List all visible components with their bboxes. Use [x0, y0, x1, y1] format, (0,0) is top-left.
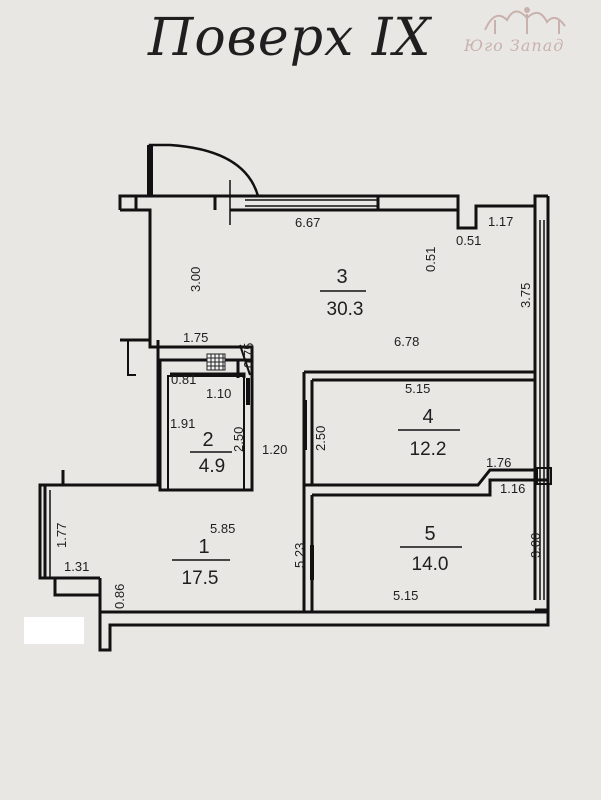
room-3-area: 30.3 [327, 299, 364, 320]
dim-label: 0.81 [171, 372, 196, 387]
dim-label: 5.15 [405, 381, 430, 396]
room-4-number: 4 [422, 406, 433, 428]
room-2-area: 4.9 [199, 456, 225, 477]
room-1-area: 17.5 [182, 568, 219, 589]
dimension-labels: 6.67 1.17 0.51 0.51 3.00 3.75 1.75 0.75 … [54, 214, 543, 609]
logo-icon [484, 7, 566, 34]
room-4-area: 12.2 [410, 439, 447, 460]
dim-label: 1.91 [170, 416, 195, 431]
dim-label: 1.31 [64, 559, 89, 574]
dim-label: 5.85 [210, 521, 235, 536]
logo-text: Юго Запад [464, 36, 565, 55]
room-5-area: 14.0 [412, 554, 449, 575]
room-1-number: 1 [198, 536, 209, 558]
dim-label: 6.67 [295, 215, 320, 230]
dim-label: 1.16 [500, 481, 525, 496]
dim-label: 5.15 [393, 588, 418, 603]
room-2-number: 2 [202, 429, 213, 451]
room-3-number: 3 [336, 266, 347, 288]
dim-label: 0.51 [456, 233, 481, 248]
dim-label: 1.77 [54, 523, 69, 548]
ventilation-grid-icon [206, 353, 226, 371]
walls [38, 143, 552, 652]
room-5-number: 5 [424, 523, 435, 545]
room-labels: 3 30.3 2 4.9 4 12.2 1 17.5 5 14.0 [172, 266, 462, 589]
dim-label: 0.86 [112, 584, 127, 609]
dim-label: 1.75 [183, 330, 208, 345]
dim-label: 1.20 [262, 442, 287, 457]
dim-label: 1.76 [486, 455, 511, 470]
dim-label: 2.50 [313, 426, 328, 451]
dim-label: 3.00 [528, 533, 543, 558]
dim-label: 1.10 [206, 386, 231, 401]
dim-label: 3.75 [518, 283, 533, 308]
dim-label: 2.50 [231, 427, 246, 452]
dim-label: 0.51 [423, 247, 438, 272]
dim-label: 6.78 [394, 334, 419, 349]
dim-label: 0.75 [241, 343, 256, 368]
redaction-box [24, 617, 84, 644]
floor-title: Поверх IX [148, 8, 432, 68]
dim-label: 1.17 [488, 214, 513, 229]
dim-label: 5.23 [292, 543, 307, 568]
dim-label: 3.00 [188, 267, 203, 292]
